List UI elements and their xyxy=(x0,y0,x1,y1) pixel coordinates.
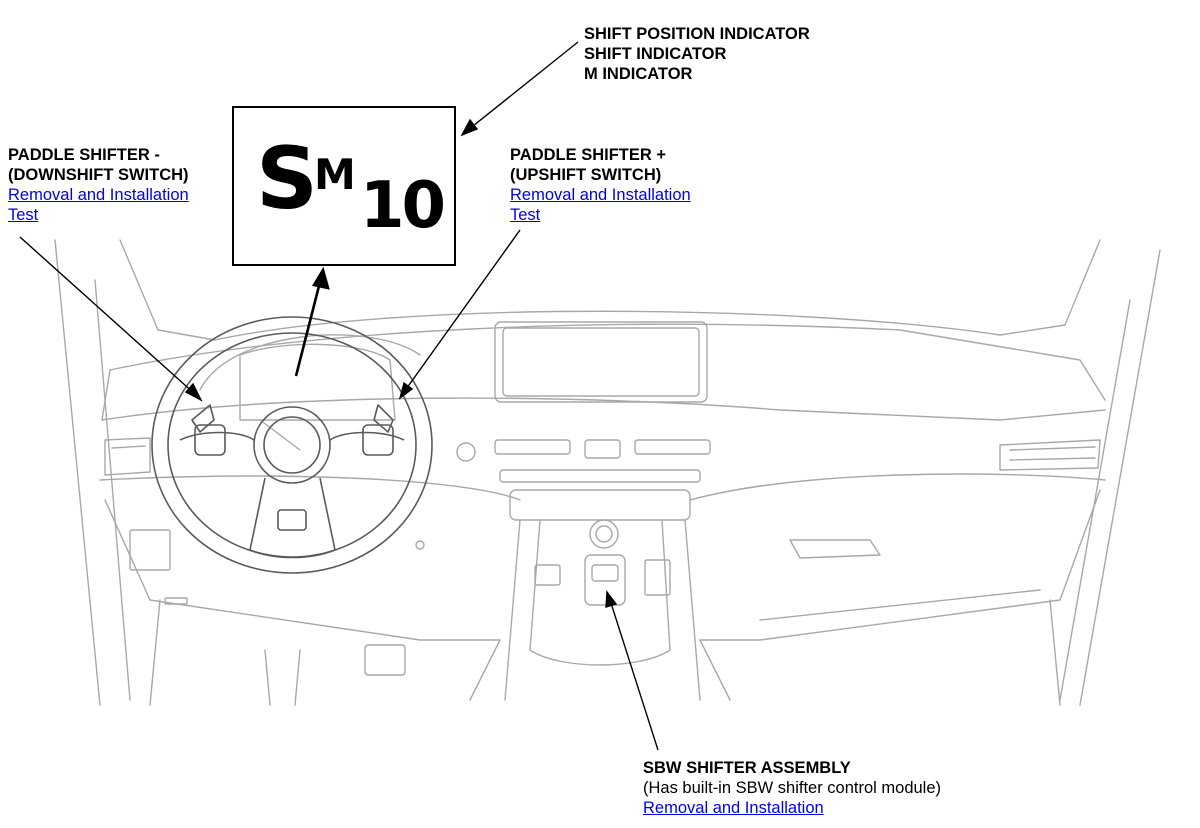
sbw-shifter-removal-link[interactable]: Removal and Installation xyxy=(643,799,824,817)
callout-shift-indicator-line2: SHIFT INDICATOR xyxy=(584,45,727,63)
gear-number: 10 xyxy=(360,169,446,243)
shift-position-letter: S xyxy=(256,129,318,229)
paddle-downshift-title: PADDLE SHIFTER - xyxy=(8,146,160,164)
paddle-downshift-test-link[interactable]: Test xyxy=(8,206,39,224)
callout-shift-indicator: SHIFT POSITION INDICATOR SHIFT INDICATOR… xyxy=(584,24,810,84)
paddle-upshift-title: PADDLE SHIFTER + xyxy=(510,146,667,164)
sbw-shifter-title: SBW SHIFTER ASSEMBLY xyxy=(643,759,851,777)
paddle-downshift-removal-link[interactable]: Removal and Installation xyxy=(8,186,189,204)
paddle-upshift-test-link[interactable]: Test xyxy=(510,206,541,224)
shift-indicator-display: S M 10 xyxy=(232,106,456,266)
callout-sbw-shifter: SBW SHIFTER ASSEMBLY (Has built-in SBW s… xyxy=(643,758,941,818)
steering-wheel xyxy=(151,316,433,574)
callout-paddle-upshift: PADDLE SHIFTER + (UPSHIFT SWITCH) Remova… xyxy=(510,145,691,225)
dashboard-line-art xyxy=(54,239,1161,706)
m-indicator-letter: M xyxy=(314,150,356,199)
paddle-upshift-removal-link[interactable]: Removal and Installation xyxy=(510,186,691,204)
paddle-downshift-subtitle: (DOWNSHIFT SWITCH) xyxy=(8,166,189,184)
sbw-shifter-subtitle: (Has built-in SBW shifter control module… xyxy=(643,779,942,797)
leader-lines xyxy=(19,41,659,751)
indicator-pointer xyxy=(294,266,330,377)
callout-shift-indicator-line1: SHIFT POSITION INDICATOR xyxy=(584,25,810,43)
paddle-upshift-subtitle: (UPSHIFT SWITCH) xyxy=(510,166,662,184)
callout-shift-indicator-line3: M INDICATOR xyxy=(584,65,693,83)
callout-paddle-downshift: PADDLE SHIFTER - (DOWNSHIFT SWITCH) Remo… xyxy=(8,145,189,225)
